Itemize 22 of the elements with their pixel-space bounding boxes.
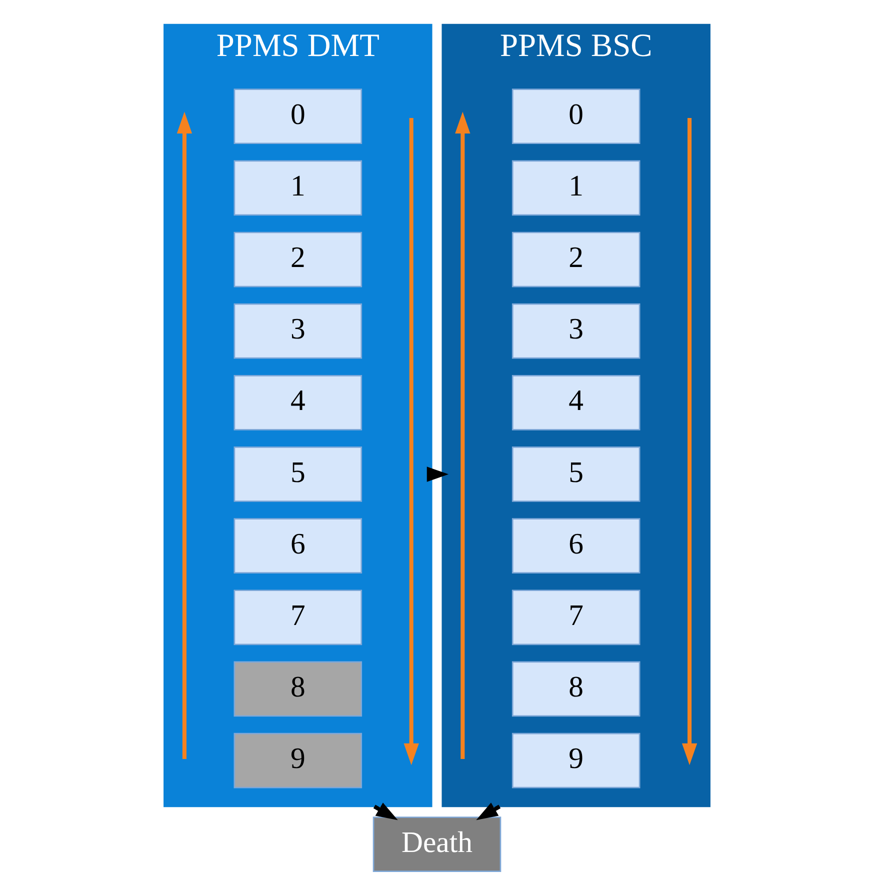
node-box: 9 [512,732,640,788]
arrow [426,466,449,482]
node-box: 7 [512,590,640,646]
node-box: 1 [512,160,640,216]
node-box: 9 [234,732,362,788]
node-box: 0 [512,88,640,144]
node-box: 5 [234,446,362,502]
node-box: 5 [512,446,640,502]
node-box: 3 [234,303,362,359]
node-box: 3 [512,303,640,359]
node-box: 8 [234,661,362,717]
node-box: 1 [234,160,362,216]
node-box: 4 [234,374,362,430]
node-box: 6 [234,518,362,574]
node-box: 7 [234,590,362,646]
node-box: 4 [512,374,640,430]
node-box: Death [372,816,502,872]
node-box: 6 [512,518,640,574]
node-box: 8 [512,661,640,717]
node-box: 2 [234,232,362,288]
node-box: 2 [512,232,640,288]
node-box: 0 [234,88,362,144]
